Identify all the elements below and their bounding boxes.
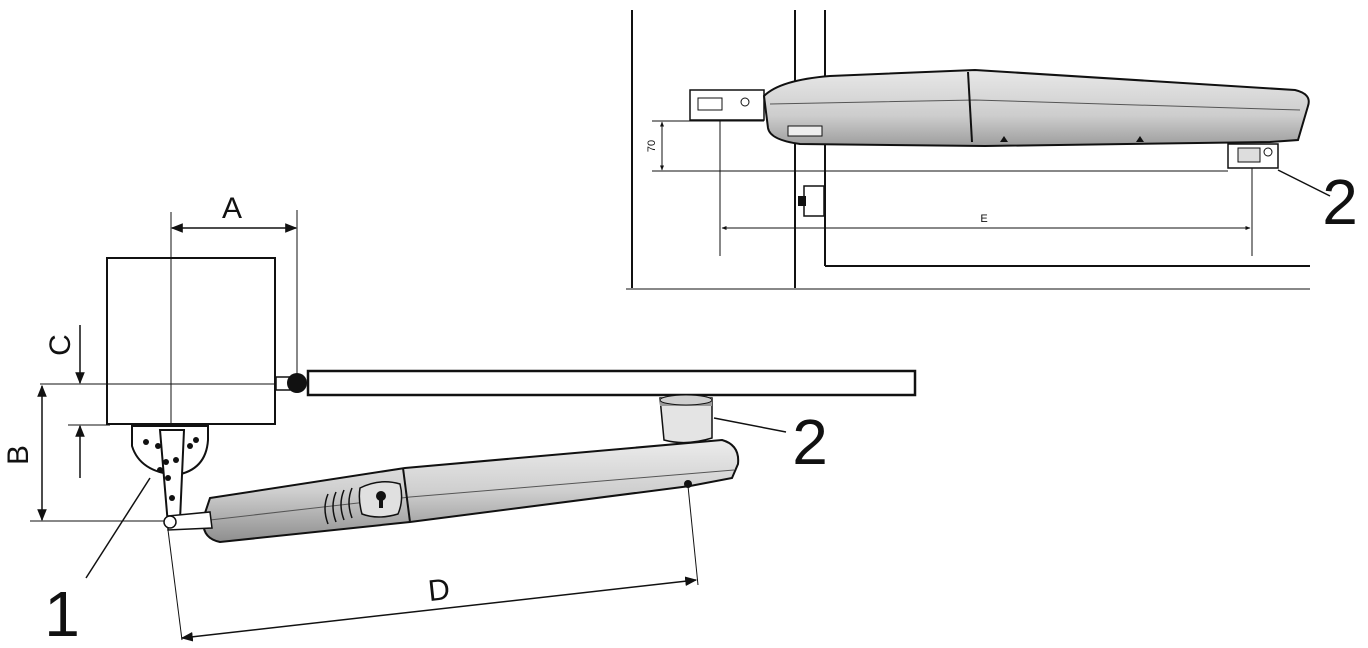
callout-2-leader xyxy=(713,417,787,433)
callout-1-leader xyxy=(85,477,151,579)
callout-2-label: 2 xyxy=(792,406,828,478)
dimension-70-label: 70 xyxy=(646,140,658,152)
callout-1-label: 1 xyxy=(44,578,80,648)
key-lock-icon xyxy=(324,481,403,525)
d-left-extension-line xyxy=(167,529,183,641)
dimension-e-label: E xyxy=(980,213,987,225)
dimension-d-arrow xyxy=(180,576,698,642)
dimension-c-label: C xyxy=(44,334,77,356)
dimension-b-label: B xyxy=(2,445,35,465)
gate-leaf xyxy=(306,369,917,397)
inset-front-bracket xyxy=(1227,143,1279,256)
gate-pillar xyxy=(106,257,276,425)
main-view: A C B xyxy=(2,192,917,648)
inset-motor xyxy=(762,68,1310,148)
hinge-pin xyxy=(287,373,307,393)
rear-bracket xyxy=(131,425,209,527)
front-bracket xyxy=(659,394,713,444)
d-right-extension-line xyxy=(687,485,699,586)
gate-motor xyxy=(163,438,740,544)
inset-callout-2-label: 2 xyxy=(1322,166,1358,238)
dimension-d-label: D xyxy=(427,573,452,608)
dimension-a-label: A xyxy=(222,192,242,225)
inset-view: 70 E 2 xyxy=(626,10,1358,290)
inset-hinge xyxy=(803,185,825,217)
inset-callout-2-leader xyxy=(1277,169,1331,197)
inset-rear-bracket xyxy=(689,89,765,256)
